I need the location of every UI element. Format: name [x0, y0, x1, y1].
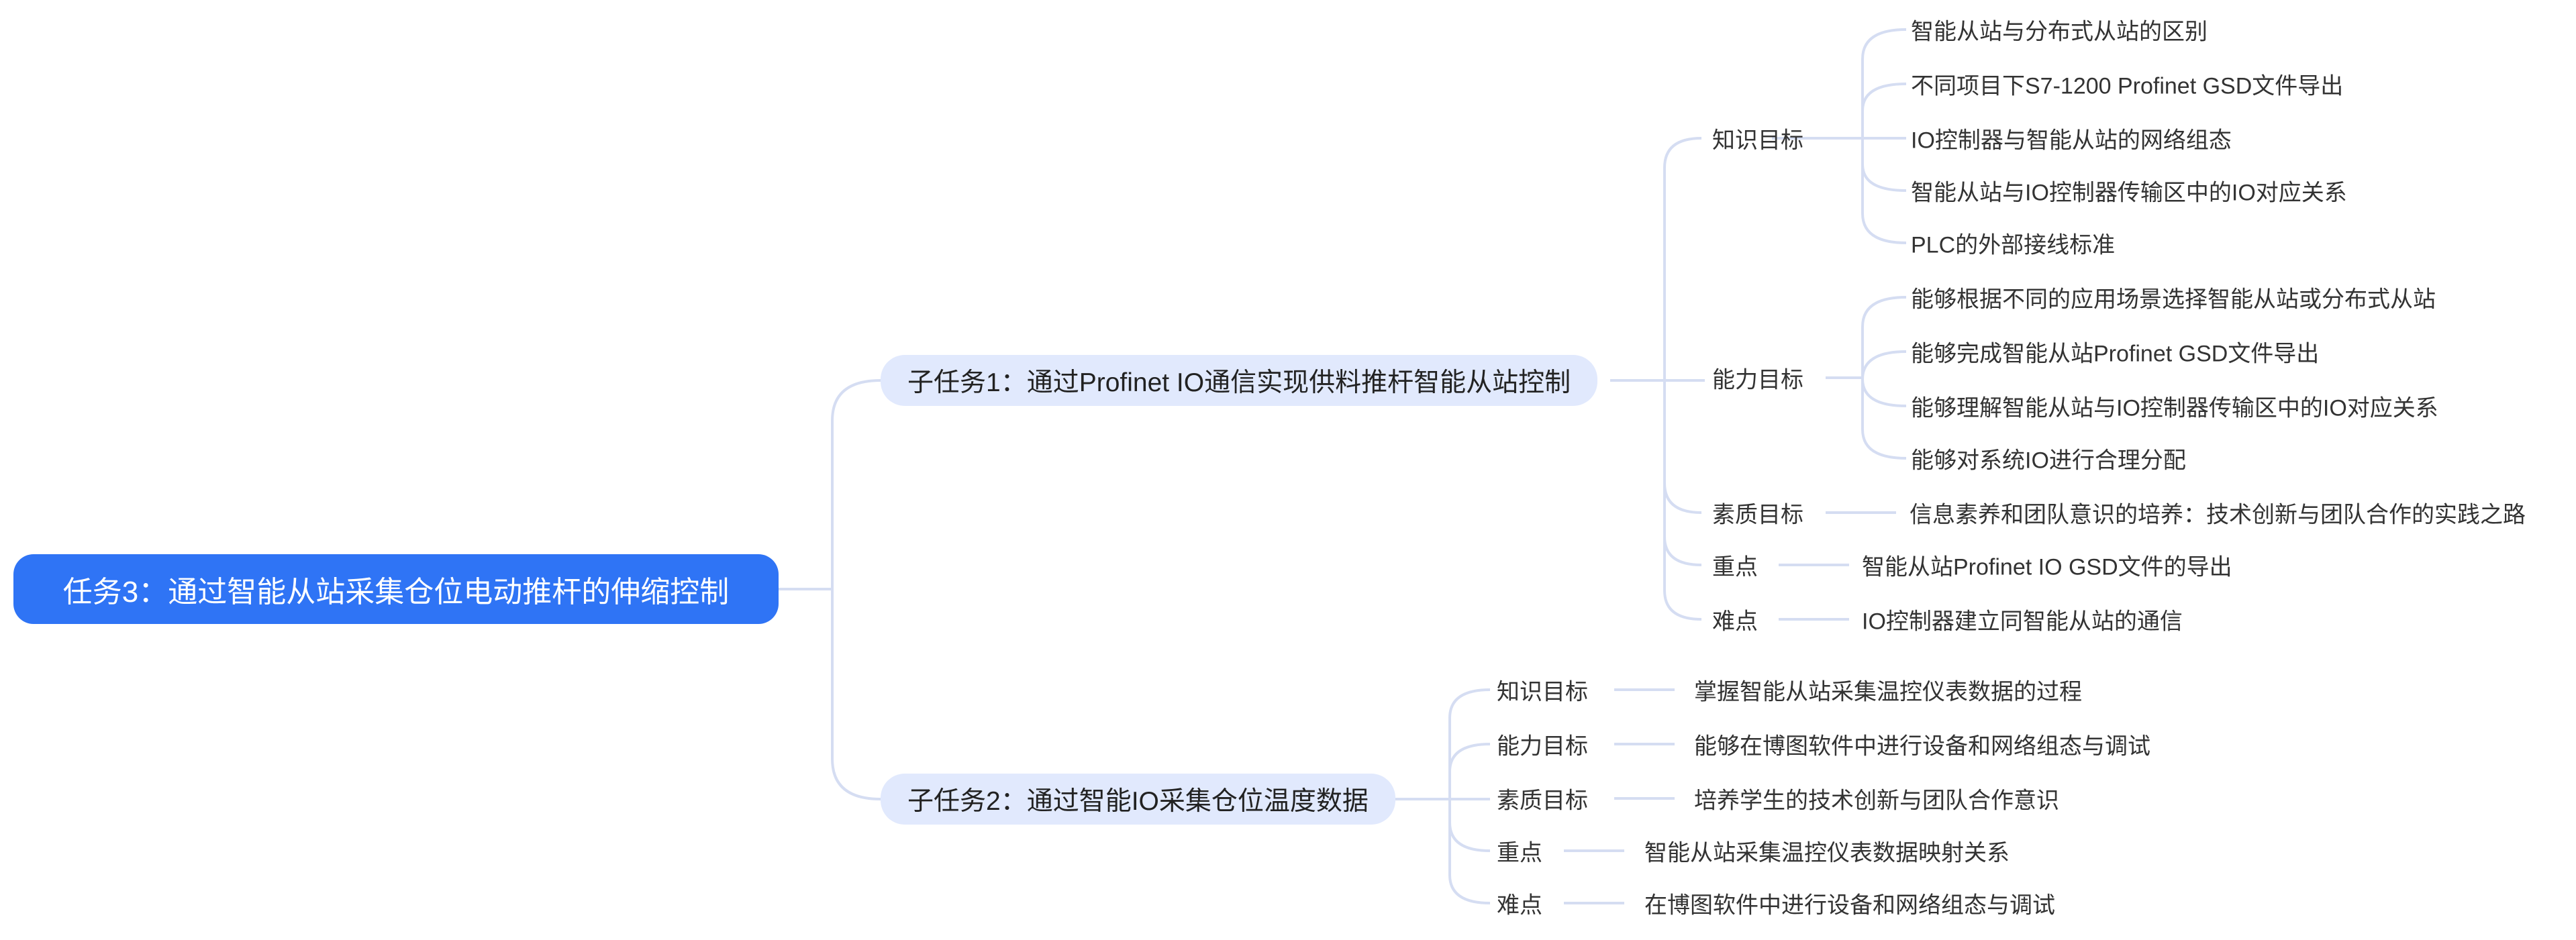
leaf-node[interactable]: 掌握智能从站采集温控仪表数据的过程	[1694, 679, 2082, 705]
leaf-node[interactable]: 智能从站采集温控仪表数据映射关系	[1644, 840, 2010, 866]
group-key-point-2[interactable]: 重点	[1497, 840, 1542, 866]
group-difficulty-2[interactable]: 难点	[1497, 892, 1542, 919]
subtask-1-label: 子任务1：通过Profinet IO通信实现供料推杆智能从站控制	[907, 368, 1571, 397]
leaf-node[interactable]: IO控制器与智能从站的网络组态	[1911, 127, 2232, 154]
leaf-node[interactable]: 智能从站与IO控制器传输区中的IO对应关系	[1911, 180, 2347, 206]
leaf-node[interactable]: 培养学生的技术创新与团队合作意识	[1694, 788, 2059, 814]
group-quality-1[interactable]: 素质目标	[1712, 502, 1803, 528]
leaf-node[interactable]: 能够根据不同的应用场景选择智能从站或分布式从站	[1911, 286, 2436, 313]
leaf-node[interactable]: 能够理解智能从站与IO控制器传输区中的IO对应关系	[1911, 395, 2438, 421]
leaf-node[interactable]: PLC的外部接线标准	[1911, 232, 2116, 258]
leaf-node[interactable]: 能够在博图软件中进行设备和网络组态与调试	[1694, 733, 2150, 760]
subtask-2-node[interactable]: 子任务2：通过智能IO采集仓位温度数据	[881, 774, 1395, 825]
group-knowledge-1[interactable]: 知识目标	[1712, 127, 1803, 154]
leaf-node[interactable]: 智能从站Profinet IO GSD文件的导出	[1862, 554, 2232, 580]
leaf-node[interactable]: IO控制器建立同智能从站的通信	[1862, 609, 2183, 635]
subtask-1-node[interactable]: 子任务1：通过Profinet IO通信实现供料推杆智能从站控制	[881, 355, 1598, 406]
subtask-2-label: 子任务2：通过智能IO采集仓位温度数据	[907, 787, 1369, 816]
leaf-node[interactable]: 能够对系统IO进行合理分配	[1911, 448, 2186, 474]
group-quality-2[interactable]: 素质目标	[1497, 788, 1588, 814]
leaf-node[interactable]: 信息素养和团队意识的培养：技术创新与团队合作的实践之路	[1910, 502, 2526, 528]
leaf-node[interactable]: 在博图软件中进行设备和网络组态与调试	[1644, 892, 2055, 919]
group-ability-2[interactable]: 能力目标	[1497, 733, 1588, 760]
root-label: 任务3：通过智能从站采集仓位电动推杆的伸缩控制	[62, 576, 730, 609]
group-key-point-1[interactable]: 重点	[1712, 554, 1758, 580]
group-ability-1[interactable]: 能力目标	[1712, 367, 1803, 393]
group-difficulty-1[interactable]: 难点	[1712, 609, 1758, 635]
group-knowledge-2[interactable]: 知识目标	[1497, 679, 1588, 705]
leaf-node[interactable]: 不同项目下S7-1200 Profinet GSD文件导出	[1911, 73, 2344, 99]
root-node[interactable]: 任务3：通过智能从站采集仓位电动推杆的伸缩控制	[13, 554, 779, 624]
leaf-node[interactable]: 智能从站与分布式从站的区别	[1911, 19, 2208, 45]
leaf-node[interactable]: 能够完成智能从站Profinet GSD文件导出	[1911, 341, 2320, 367]
